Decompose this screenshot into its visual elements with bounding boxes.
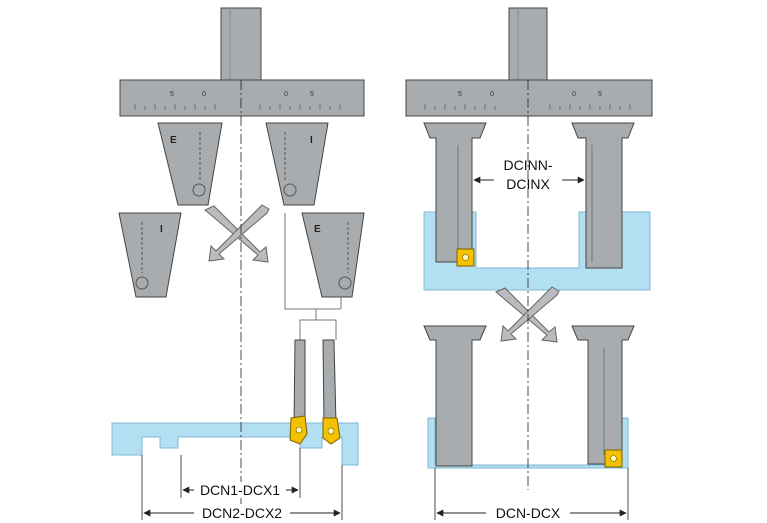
holder-letter-top-left: E bbox=[170, 135, 177, 146]
dim-label-right-outer: DCN-DCX bbox=[496, 505, 561, 521]
left-holder-top-left bbox=[157, 122, 223, 206]
right-upper-tool-right bbox=[571, 122, 635, 269]
holder-letter-top-right: I bbox=[310, 135, 313, 146]
right-assembly: 5 0 0 5 DCINN- DCINX bbox=[405, 7, 653, 521]
right-scale-mark-2: 0 bbox=[490, 91, 494, 98]
holder-letter-lower-right: E bbox=[314, 224, 321, 235]
left-scale-ticks bbox=[134, 104, 341, 110]
left-workpiece bbox=[111, 422, 359, 466]
left-swap-arrows bbox=[204, 204, 270, 263]
right-scale-mark-3: 0 bbox=[572, 91, 576, 98]
right-slide-bar bbox=[405, 79, 653, 117]
left-leader-line-1 bbox=[284, 213, 341, 310]
left-assembly: 5 0 0 5 E I I E bbox=[111, 7, 365, 521]
left-scale-mark-2: 0 bbox=[202, 91, 206, 98]
left-scale-mark-4: 5 bbox=[310, 91, 314, 98]
right-scale-mark-1: 5 bbox=[458, 91, 462, 98]
left-scale-mark-3: 0 bbox=[284, 91, 288, 98]
dim-label-left-inner: DCN1-DCX1 bbox=[200, 482, 280, 498]
right-swap-arrows bbox=[495, 286, 560, 343]
left-holder-top-right bbox=[265, 122, 329, 206]
left-leader-line-2 bbox=[299, 319, 337, 340]
right-scale-ticks bbox=[424, 104, 631, 110]
right-shank bbox=[508, 7, 548, 81]
left-small-tool-1 bbox=[293, 339, 306, 427]
left-slide-bar bbox=[119, 79, 365, 117]
right-scale-mark-4: 5 bbox=[598, 91, 602, 98]
holder-letter-lower-left: I bbox=[160, 224, 163, 235]
left-holder-lower-left bbox=[118, 212, 182, 298]
left-shank bbox=[220, 7, 262, 81]
left-scale-mark-1: 5 bbox=[170, 91, 174, 98]
left-small-tool-2 bbox=[322, 339, 337, 427]
left-holder-lower-right bbox=[301, 212, 365, 298]
dim-label-left-outer: DCN2-DCX2 bbox=[202, 505, 282, 521]
right-lower-tool-left bbox=[423, 325, 487, 467]
